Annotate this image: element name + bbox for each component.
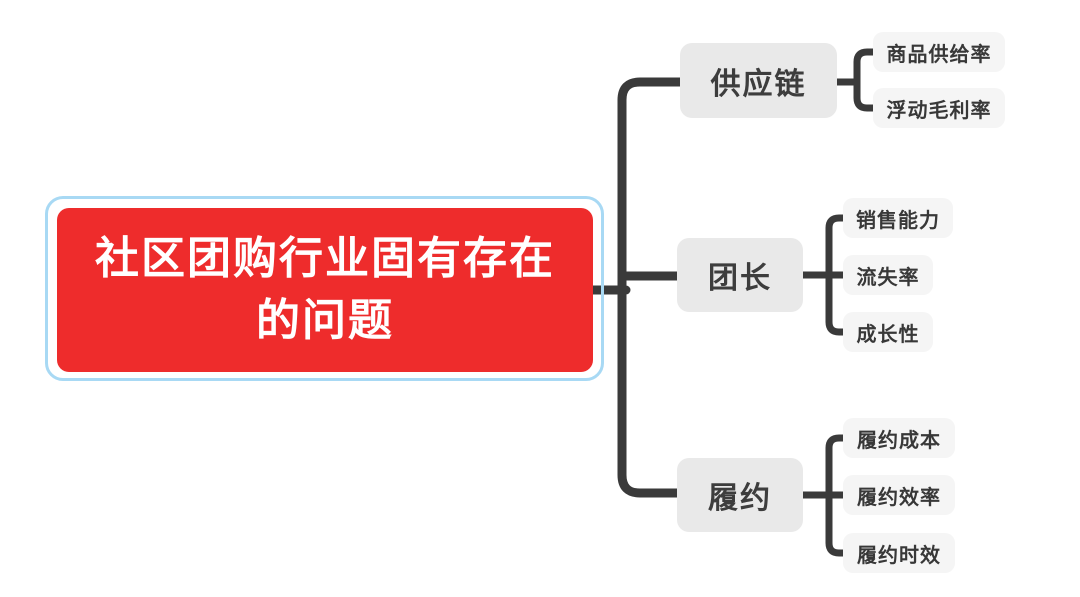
subtopic-label: 履约时效	[857, 544, 941, 567]
subtopic-label: 履约效率	[857, 486, 941, 509]
main-trunk-connector	[617, 77, 689, 498]
root-topic-label-line2: 的问题	[256, 296, 394, 345]
root-topic-label-line1: 社区团购行业固有存在	[95, 234, 555, 283]
subtopic-floating-gross-margin[interactable]: 浮动毛利率	[873, 88, 1005, 128]
branch-topic-fulfillment[interactable]: 履约	[677, 458, 803, 532]
subtopic-label: 履约成本	[857, 429, 941, 452]
subtopic-fulfillment-cost[interactable]: 履约成本	[843, 418, 955, 458]
supply-chain-bracket-connector	[853, 48, 878, 112]
subtopic-label: 销售能力	[856, 209, 940, 232]
subtopic-sales-ability[interactable]: 销售能力	[843, 198, 953, 238]
subtopic-product-supply-rate[interactable]: 商品供给率	[873, 32, 1005, 72]
subtopic-label: 成长性	[856, 323, 920, 346]
branch-topic-group-leader[interactable]: 团长	[677, 238, 803, 312]
subtopic-label: 浮动毛利率	[886, 99, 992, 122]
subtopic-label: 流失率	[856, 266, 920, 289]
branch-topic-label: 履约	[708, 482, 772, 515]
subtopic-fulfillment-timeliness[interactable]: 履约时效	[843, 533, 955, 573]
subtopic-label: 商品供给率	[886, 43, 992, 66]
branch-topic-label: 供应链	[710, 67, 807, 101]
subtopic-fulfillment-efficiency[interactable]: 履约效率	[843, 475, 955, 515]
root-topic[interactable]: 社区团购行业固有存在 的问题	[57, 208, 593, 372]
branch-topic-supply-chain[interactable]: 供应链	[680, 43, 837, 118]
subtopic-churn-rate[interactable]: 流失率	[843, 255, 933, 295]
subtopic-growth-potential[interactable]: 成长性	[843, 312, 933, 352]
branch-topic-label: 团长	[708, 262, 772, 295]
